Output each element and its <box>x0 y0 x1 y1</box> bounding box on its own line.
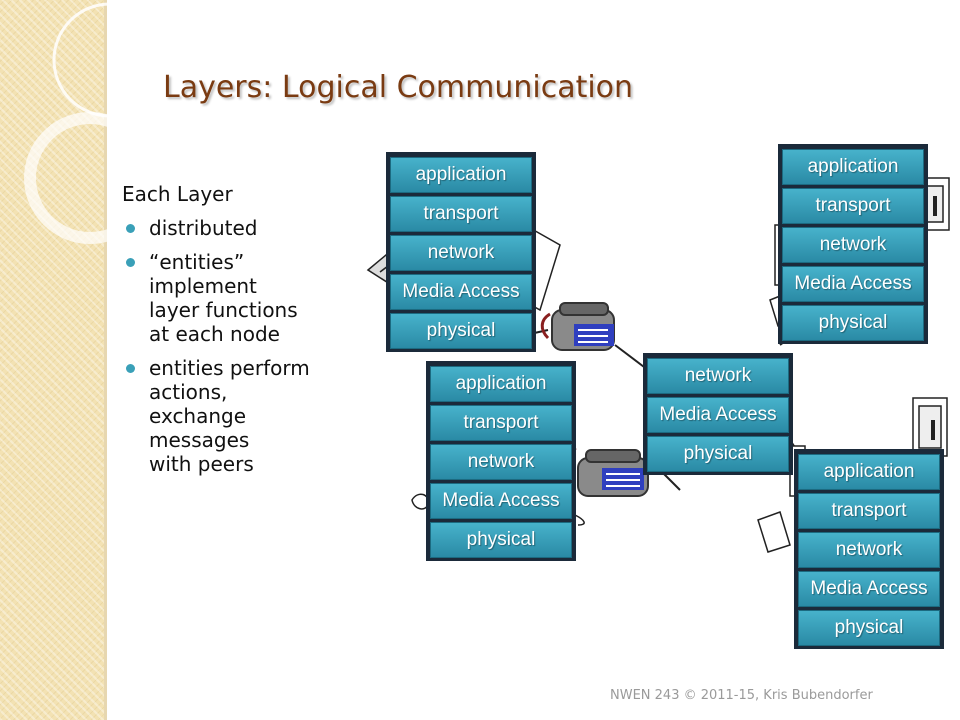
layer-media-access: Media Access <box>647 397 789 433</box>
layer-transport: transport <box>782 188 924 224</box>
link-line <box>614 344 649 371</box>
bullet-item: distributed <box>122 216 352 240</box>
protocol-stack-router: network Media Access physical <box>643 353 793 475</box>
layer-transport: transport <box>430 405 572 441</box>
layer-application: application <box>782 149 924 185</box>
layer-physical: physical <box>647 436 789 472</box>
bullet-list: distributed “entities” implement layer f… <box>122 216 352 476</box>
mouse-icon <box>411 493 585 526</box>
page-title: Layers: Logical Communication <box>163 70 634 105</box>
sidebar-edge <box>104 0 107 720</box>
layer-media-access: Media Access <box>430 483 572 519</box>
layer-network: network <box>798 532 940 568</box>
layer-network: network <box>390 235 532 271</box>
layer-media-access: Media Access <box>782 266 924 302</box>
decorative-circles <box>24 2 168 244</box>
layer-media-access: Media Access <box>798 571 940 607</box>
layer-transport: transport <box>390 196 532 232</box>
bullet-item: entities perform actions, exchange messa… <box>122 356 352 476</box>
layer-application: application <box>798 454 940 490</box>
layer-network: network <box>430 444 572 480</box>
protocol-stack-host-b: application transport network Media Acce… <box>426 361 576 561</box>
layer-physical: physical <box>782 305 924 341</box>
layer-media-access: Media Access <box>390 274 532 310</box>
protocol-stack-host-d: application transport network Media Acce… <box>794 449 944 649</box>
bullet-icon <box>126 258 135 267</box>
bullet-icon <box>126 364 135 373</box>
protocol-stack-host-c: application transport network Media Acce… <box>778 144 928 344</box>
layer-application: application <box>390 157 532 193</box>
layer-network: network <box>647 358 789 394</box>
layer-physical: physical <box>430 522 572 558</box>
body-text: Each Layer distributed “entities” implem… <box>122 182 352 486</box>
bullet-item: “entities” implement layer functions at … <box>122 250 352 346</box>
layer-physical: physical <box>390 313 532 349</box>
bullet-text: entities perform actions, exchange messa… <box>149 356 310 476</box>
bullet-icon <box>126 224 135 233</box>
footer-credit: NWEN 243 © 2011-15, Kris Bubendorfer <box>610 688 873 703</box>
body-heading: Each Layer <box>122 182 233 206</box>
layer-network: network <box>782 227 924 263</box>
telephone-icon <box>540 302 615 351</box>
bullet-text: “entities” implement layer functions at … <box>149 250 298 346</box>
layer-application: application <box>430 366 572 402</box>
layer-physical: physical <box>798 610 940 646</box>
bullet-text: distributed <box>149 216 258 240</box>
telephone-icon <box>566 446 649 497</box>
layer-transport: transport <box>798 493 940 529</box>
protocol-stack-host-a: application transport network Media Acce… <box>386 152 536 352</box>
